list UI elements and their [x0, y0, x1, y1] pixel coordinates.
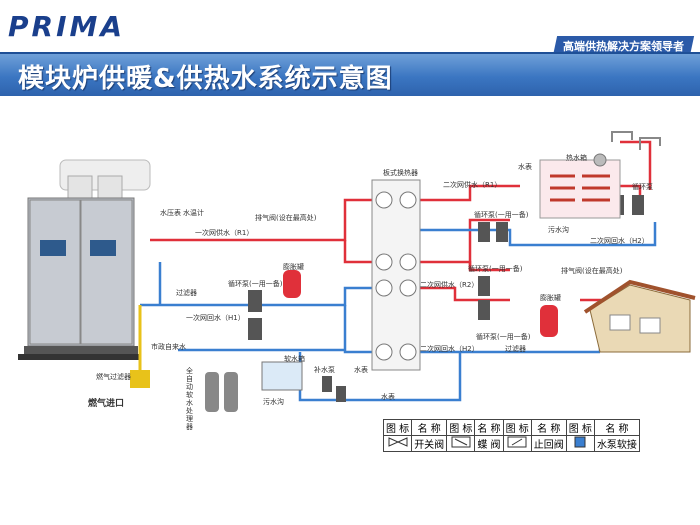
pump-flex-joint-icon	[565, 435, 595, 452]
label-circ-pump-2: 循环泵(一用一备)	[474, 211, 529, 219]
softener-icon	[205, 372, 219, 412]
label-expansion-tank-right: 膨胀罐	[540, 294, 561, 302]
label-sewage-1: 污水沟	[263, 398, 284, 406]
page-title: 模块炉供暖&供热水系统示意图	[18, 64, 393, 94]
legend-item: 水泵软接	[593, 435, 640, 452]
label-municipal-water: 市政自来水	[151, 343, 186, 351]
house-icon	[583, 279, 696, 353]
expansion-tank-icon	[540, 305, 558, 337]
soft-water-tank-icon	[261, 361, 303, 391]
label-sewage-2: 污水沟	[548, 226, 569, 234]
label-circ-pump-3: 循环泵(一用一备)	[468, 265, 523, 273]
circ-pump-icon	[478, 300, 490, 320]
legend-item: 止回阀	[530, 435, 567, 452]
legend-header-icon: 图 标	[382, 419, 413, 436]
legend-item: 蝶 阀	[474, 435, 504, 452]
title-bar: 模块炉供暖&供热水系统示意图	[0, 52, 700, 96]
label-hot-water-tank: 热水箱	[566, 154, 587, 162]
brand-logo: PRIMA	[8, 10, 126, 43]
label-secondary-supply-2: 二次网供水（R2）	[420, 281, 479, 289]
label-water-meter-2: 水表	[381, 393, 395, 401]
label-circ-pump: 循环泵	[632, 183, 653, 191]
legend-header-icon: 图 标	[446, 419, 476, 436]
cold-pipes	[140, 222, 657, 402]
butterfly-valve-icon	[446, 435, 476, 452]
circ-pump-icon	[496, 222, 508, 242]
label-circ-pump-4: 循环泵(一用一备)	[476, 333, 531, 341]
label-make-up-pump: 补水泵	[314, 366, 335, 374]
label-secondary-return-2b: 二次网回水（H2）	[420, 345, 479, 353]
legend-header-icon: 图 标	[502, 419, 532, 436]
circ-pump-icon	[632, 195, 644, 215]
legend-header-name: 名 称	[411, 419, 448, 436]
label-gas-inlet: 燃气进口	[88, 399, 125, 409]
shower-icon	[611, 131, 633, 142]
boiler-unit	[18, 159, 151, 360]
legend-table: 图 标 名 称 图 标 名 称 图 标 名 称 图 标 名 称 开关阀 蝶 阀 …	[382, 419, 640, 452]
label-secondary-supply-1: 二次网供水（R1）	[443, 181, 502, 189]
legend-header-name: 名 称	[593, 419, 640, 436]
circ-pump-icon	[248, 290, 262, 312]
shower-icon	[639, 137, 661, 150]
label-expansion-tank: 膨胀罐	[283, 263, 304, 271]
circ-pump-icon	[478, 222, 490, 242]
label-heat-exchanger: 板式换热器	[383, 169, 418, 177]
heat-exchanger	[371, 179, 421, 371]
legend-header-name: 名 称	[530, 419, 567, 436]
label-primary-supply: 一次网供水（R1）	[195, 229, 254, 237]
label-softener: 全自动软水处理器	[186, 367, 193, 431]
label-water-meter-3: 水表	[518, 163, 532, 171]
label-thermometer: 水温计	[183, 209, 204, 217]
legend-item: 开关阀	[411, 435, 448, 452]
check-valve-icon	[502, 435, 532, 452]
hot-water-tank-icon	[539, 159, 621, 219]
label-primary-return: 一次网回水（H1）	[186, 314, 245, 322]
label-exhaust-valve: 排气阀(设在最高处)	[255, 214, 317, 222]
label-gas-filter: 燃气过滤器	[96, 373, 131, 381]
label-secondary-return-2: 二次网回水（H2）	[590, 237, 649, 245]
circ-pump-icon	[248, 318, 262, 340]
label-filter-right: 过滤器	[505, 345, 526, 353]
gate-valve-icon	[382, 435, 413, 452]
legend-header-icon: 图 标	[565, 419, 595, 436]
label-filter-left: 过滤器	[176, 289, 197, 297]
circ-pump-icon	[478, 276, 490, 296]
label-circ-pump-1: 循环泵(一用一备)	[228, 280, 283, 288]
legend-header-name: 名 称	[474, 419, 504, 436]
label-pressure-gauge: 水压表	[160, 209, 181, 217]
label-exhaust-valve-right: 排气阀(设在最高处)	[561, 267, 623, 275]
label-water-meter-1: 水表	[354, 366, 368, 374]
expansion-tank-icon	[283, 270, 301, 298]
circ-pump-icon	[612, 195, 624, 215]
gas-filter-icon	[130, 370, 150, 388]
label-soft-water-tank: 软水箱	[284, 355, 305, 363]
